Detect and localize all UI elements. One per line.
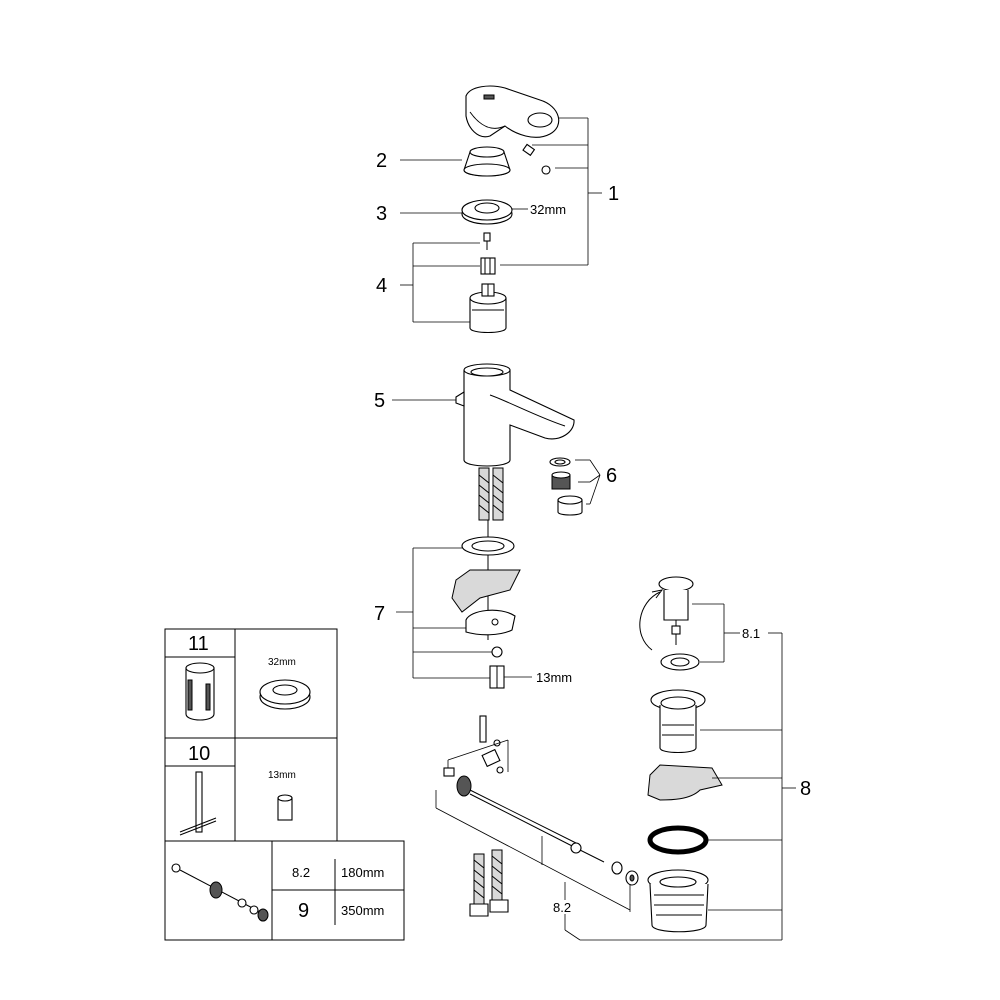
mounting-gasket bbox=[461, 536, 515, 556]
callout-7: 7 bbox=[374, 603, 385, 625]
table-cell-11-number: 11 bbox=[188, 633, 209, 655]
faucet-body bbox=[455, 363, 575, 467]
pop-up-plug bbox=[658, 576, 694, 645]
table-row-2-length: 350mm bbox=[341, 903, 384, 918]
hex-size-label: 13mm bbox=[536, 670, 572, 685]
table-cell-11-size: 32mm bbox=[268, 657, 296, 668]
table-row-1-length: 180mm bbox=[341, 865, 384, 880]
table-cell-10-part bbox=[179, 771, 217, 836]
callout-2: 2 bbox=[376, 150, 387, 172]
callout-6-leader bbox=[575, 459, 601, 505]
rod-hoses bbox=[469, 849, 509, 917]
callout-7-leader bbox=[396, 547, 492, 679]
lift-rod bbox=[479, 715, 487, 743]
pivot-rod bbox=[456, 775, 639, 886]
table-cell-10-size: 13mm bbox=[268, 770, 296, 781]
clevis-assembly bbox=[443, 739, 509, 777]
aerator-washer bbox=[549, 457, 571, 467]
callout-5: 5 bbox=[374, 390, 385, 412]
waste-top-flange bbox=[650, 689, 706, 754]
table-cell-11-nut bbox=[259, 679, 311, 710]
callout-6: 6 bbox=[606, 465, 617, 487]
callout-8-leader bbox=[700, 633, 796, 940]
basin-section bbox=[451, 569, 521, 613]
callout-8-2: 8.2 bbox=[553, 900, 571, 915]
nut-size-label: 32mm bbox=[530, 202, 566, 217]
lever-handle bbox=[465, 85, 560, 138]
aerator-housing bbox=[557, 495, 583, 516]
hex-nut bbox=[489, 665, 505, 689]
table-rod-part bbox=[171, 863, 269, 922]
table-row-1-code: 8.2 bbox=[292, 865, 310, 880]
callout-8-1: 8.1 bbox=[742, 626, 760, 641]
plug-arrow bbox=[639, 589, 664, 651]
callout-1: 1 bbox=[608, 183, 619, 205]
adapter bbox=[480, 257, 496, 275]
table-cell-11-part bbox=[185, 662, 215, 721]
callout-3: 3 bbox=[376, 203, 387, 225]
table-row-2-code: 9 bbox=[298, 900, 309, 922]
callout-8-2-leader bbox=[435, 790, 782, 941]
callout-8-1-leader bbox=[692, 603, 782, 663]
plug-washer bbox=[660, 653, 700, 671]
waste-basin-section bbox=[647, 764, 723, 801]
mounting-plate bbox=[465, 609, 516, 636]
retaining-nut bbox=[461, 199, 513, 225]
washer-small bbox=[491, 646, 503, 658]
callout-4: 4 bbox=[376, 275, 387, 297]
table-cell-10-number: 10 bbox=[188, 743, 210, 765]
aerator-insert bbox=[551, 471, 571, 490]
callout-4-leader bbox=[400, 242, 480, 323]
cartridge bbox=[469, 283, 507, 334]
callout-8: 8 bbox=[800, 778, 811, 800]
spare-parts-table bbox=[164, 628, 405, 941]
cartridge-screw bbox=[483, 232, 491, 250]
waste-body bbox=[647, 869, 709, 933]
waste-seal bbox=[647, 825, 709, 855]
callout-1-leader bbox=[500, 117, 602, 266]
grub-screw bbox=[522, 143, 551, 175]
cap-ring bbox=[463, 146, 511, 177]
table-cell-10-hexnut bbox=[277, 794, 293, 821]
